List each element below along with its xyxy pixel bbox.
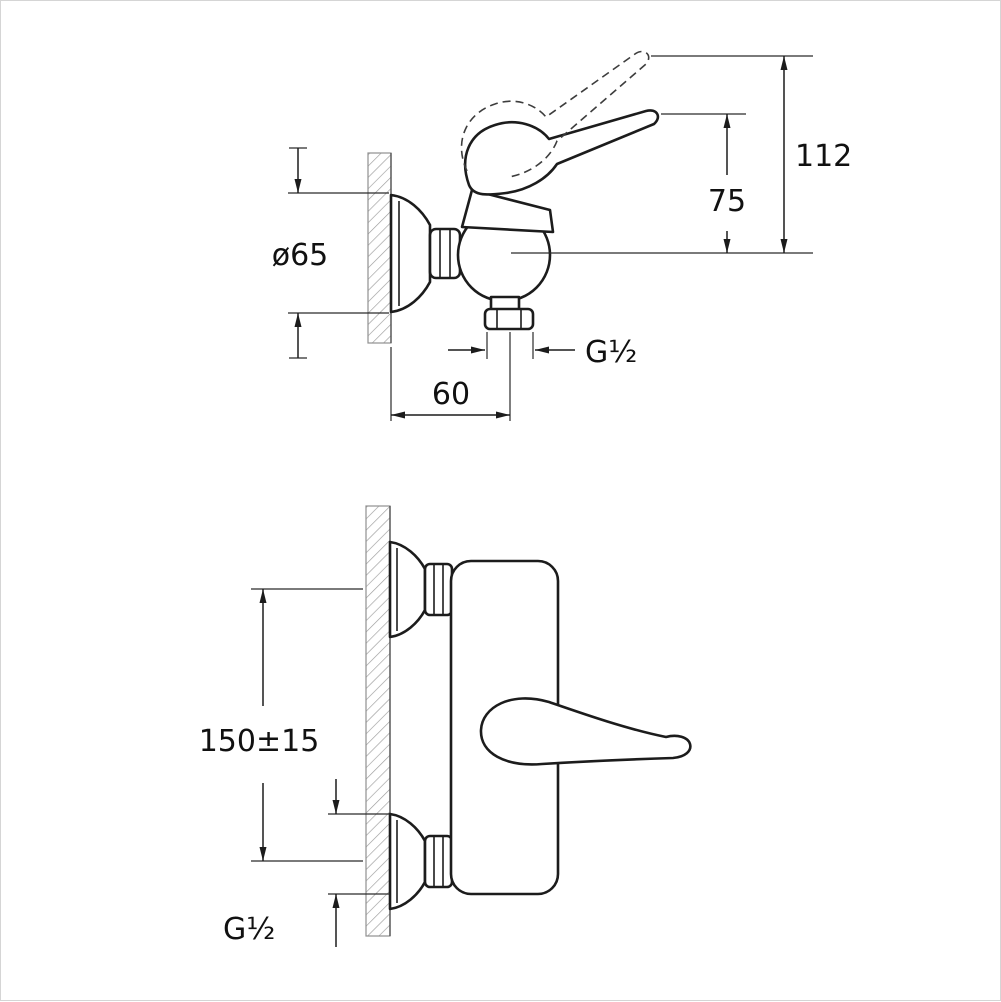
lever-handle-side [463, 109, 660, 196]
dim-75-label: 75 [708, 184, 746, 219]
dim-outlet-thread-label: G½ [585, 335, 637, 370]
front-view-extension-lines [251, 588, 390, 895]
connection-nut-top [423, 562, 454, 617]
escutcheon-side [389, 193, 432, 314]
lever-handle-raised-dashed [460, 50, 650, 178]
cartridge-cap [460, 188, 555, 234]
escutcheon-bottom-inlet [388, 812, 427, 911]
outlet-nut [483, 307, 535, 331]
side-view-extension-lines [288, 55, 813, 421]
escutcheon-top-inlet [388, 540, 427, 639]
faucet-front [388, 540, 692, 911]
front-view-labels: 150±15 G½ [199, 724, 320, 947]
side-view: 112 75 ø65 G½ 60 [272, 50, 853, 421]
dim-connection-distance-label: 150±15 [199, 724, 320, 759]
dim-60-label: 60 [432, 377, 470, 412]
connection-nut-bottom [423, 834, 454, 889]
dim-112-label: 112 [795, 139, 852, 174]
wall-section-front [365, 505, 391, 937]
wall-section-side [367, 152, 392, 344]
dim-diameter-label: ø65 [272, 238, 329, 273]
side-view-dimension-lines [294, 56, 788, 419]
lever-handle-front [479, 697, 692, 766]
faucet-side [389, 50, 660, 331]
front-view-dimension-lines [259, 589, 340, 947]
front-view: 150±15 G½ [199, 505, 692, 947]
connection-nut-side [428, 227, 462, 280]
side-view-labels: 112 75 ø65 G½ 60 [272, 139, 853, 412]
dim-inlet-thread-label: G½ [223, 912, 275, 947]
